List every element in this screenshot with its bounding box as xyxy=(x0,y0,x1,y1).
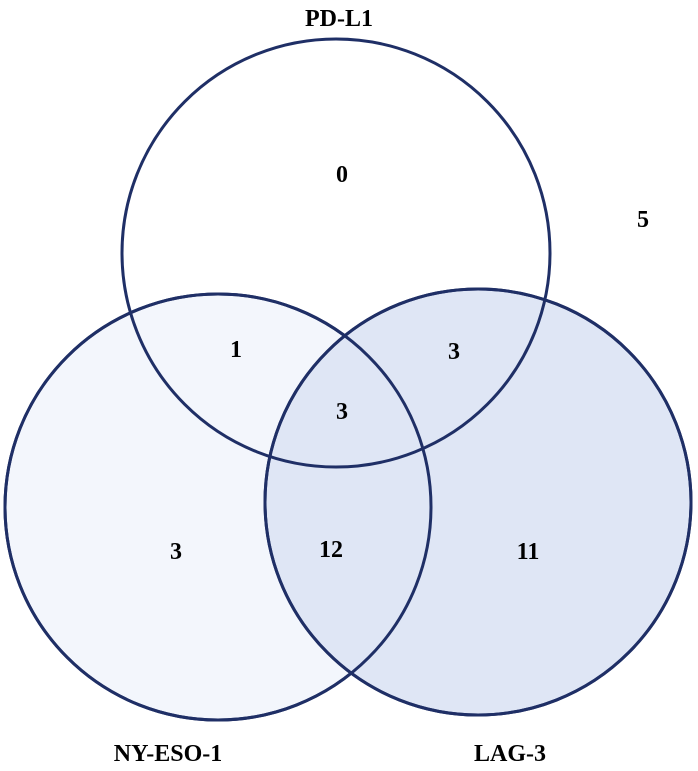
lag-3-label: LAG-3 xyxy=(474,741,546,767)
count-all-three: 3 xyxy=(336,399,348,425)
count-pd-l1-ny-eso-1: 1 xyxy=(230,337,242,363)
ny-eso-1-outline xyxy=(3,292,433,722)
count-pd-l1-lag-3: 3 xyxy=(448,339,460,365)
lag-3-outline xyxy=(263,287,693,717)
count-ny-eso-1-only: 3 xyxy=(170,539,182,565)
count-ny-eso-1-lag-3: 12 xyxy=(319,537,343,563)
count-lag-3-only: 11 xyxy=(517,539,540,565)
pd-l1-label: PD-L1 xyxy=(305,6,373,32)
count-pd-l1-only: 0 xyxy=(336,162,348,188)
count-outside: 5 xyxy=(637,207,649,233)
pd-l1-circle xyxy=(120,37,552,469)
ny-eso-1-label: NY-ESO-1 xyxy=(114,741,222,767)
